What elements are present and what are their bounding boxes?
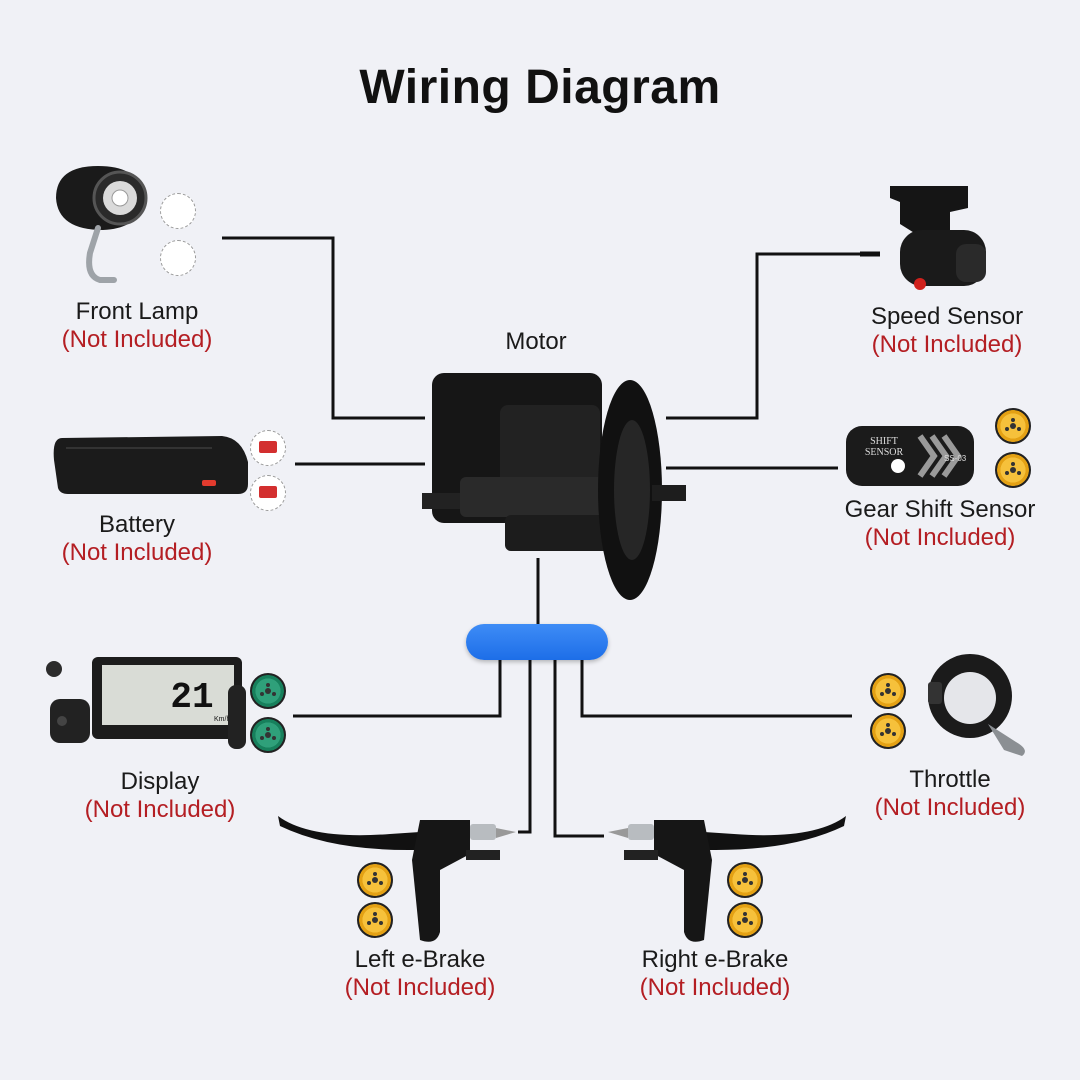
front-lamp-title: Front Lamp <box>75 298 199 325</box>
wire-front-lamp <box>222 236 425 420</box>
front-lamp-image <box>56 166 148 283</box>
gear-shift-connector-icon <box>995 408 1031 444</box>
throttle-title: Throttle <box>909 766 991 793</box>
speed-sensor-note: (Not Included) <box>871 331 1023 358</box>
gear-shift-sensor-note: (Not Included) <box>864 524 1016 551</box>
wire-throttle <box>580 660 852 718</box>
battery-anderson-plug-icon <box>250 430 286 466</box>
front-lamp-label: Front Lamp (Not Included) <box>62 298 213 354</box>
left-brake-note: (Not Included) <box>344 974 496 1001</box>
left-brake-connector-2-icon <box>357 902 393 938</box>
display-speed: 21 <box>170 677 213 718</box>
wire-right-brake <box>553 660 604 838</box>
wire-display <box>293 660 502 718</box>
gear-shift-sensor-image: SHIFT SENSOR SS-03 <box>846 426 974 486</box>
left-brake-label: Left e-Brake (Not Included) <box>345 946 496 1002</box>
lamp-plug-icon <box>160 240 196 276</box>
battery-title: Battery <box>98 511 176 538</box>
gear-shift-sensor-label: Gear Shift Sensor (Not Included) <box>845 496 1036 552</box>
display-speed-unit: Km/h <box>214 716 230 723</box>
display-label: Display (Not Included) <box>85 768 236 824</box>
speed-sensor-image <box>860 186 986 290</box>
throttle-connector-2-icon <box>870 713 906 749</box>
connector-hub <box>466 624 608 660</box>
battery-label: Battery (Not Included) <box>62 511 213 567</box>
display-note: (Not Included) <box>84 796 236 823</box>
gear-shift-sensor-title: Gear Shift Sensor <box>844 496 1036 523</box>
left-brake-image <box>278 816 516 942</box>
shift-sensor-text-1: SHIFT <box>870 436 898 447</box>
motor-image <box>422 373 686 600</box>
front-lamp-note: (Not Included) <box>61 326 213 353</box>
throttle-label: Throttle (Not Included) <box>875 766 1026 822</box>
display-connector-2-icon <box>250 717 286 753</box>
throttle-image <box>928 654 1025 756</box>
diagram-title: Wiring Diagram <box>359 61 721 114</box>
motor-title: Motor <box>505 328 567 355</box>
right-brake-connector-2-icon <box>727 902 763 938</box>
left-brake-connector-icon <box>357 862 393 898</box>
shift-sensor-text-2: SENSOR <box>865 447 904 458</box>
motor-label: Motor <box>505 328 566 356</box>
right-brake-image <box>608 816 846 942</box>
speed-sensor-label: Speed Sensor (Not Included) <box>871 303 1023 359</box>
throttle-connector-icon <box>870 673 906 709</box>
left-brake-title: Left e-Brake <box>354 946 486 973</box>
right-brake-note: (Not Included) <box>639 974 791 1001</box>
wire-speed-sensor <box>666 252 870 420</box>
battery-anderson-plug-2-icon <box>250 475 286 511</box>
shift-sensor-model: SS-03 <box>944 454 967 463</box>
display-image: 21 Km/h <box>46 657 246 749</box>
wire-left-brake <box>518 660 532 834</box>
battery-note: (Not Included) <box>61 539 213 566</box>
throttle-note: (Not Included) <box>874 794 1026 821</box>
right-brake-connector-icon <box>727 862 763 898</box>
right-brake-title: Right e-Brake <box>641 946 789 973</box>
gear-shift-connector-2-icon <box>995 452 1031 488</box>
speed-sensor-title: Speed Sensor <box>870 303 1024 330</box>
display-title: Display <box>120 768 200 795</box>
lamp-wire-terminal-icon <box>160 193 196 229</box>
display-connector-icon <box>250 673 286 709</box>
battery-image <box>53 436 248 494</box>
right-brake-label: Right e-Brake (Not Included) <box>640 946 791 1002</box>
